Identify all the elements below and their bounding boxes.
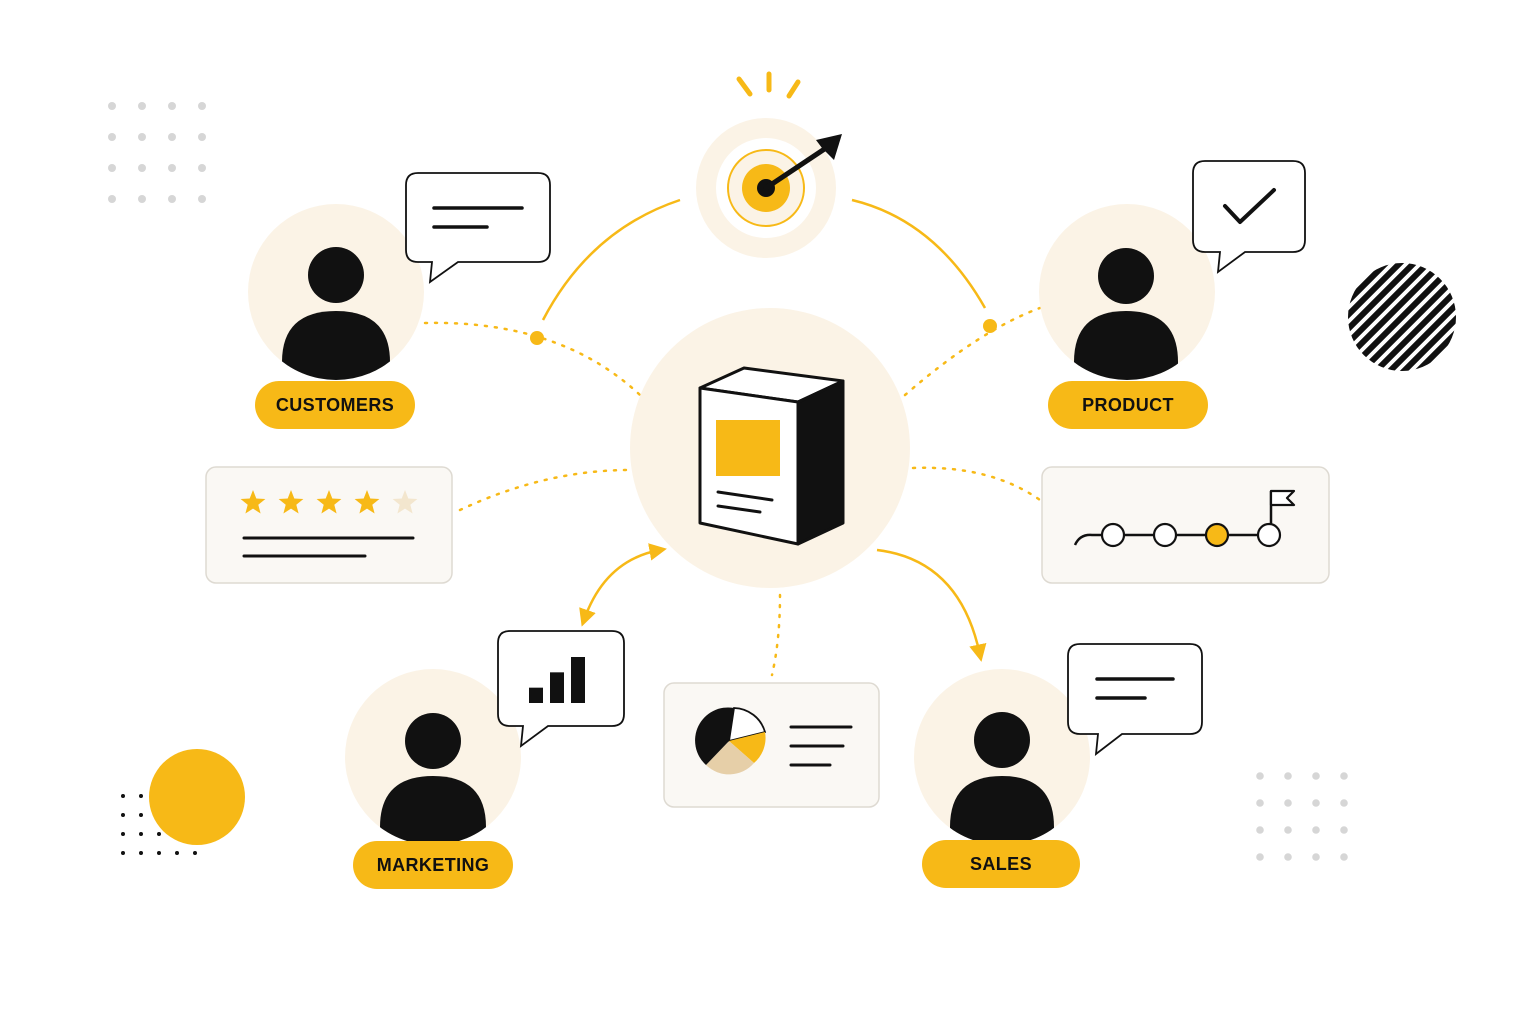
decorative-dot xyxy=(1312,772,1320,780)
connector-node-right xyxy=(983,319,997,333)
stripe xyxy=(1348,263,1429,371)
product-persona xyxy=(1039,204,1215,380)
decorative-dot xyxy=(108,133,116,141)
decorative-dot xyxy=(1284,853,1292,861)
decorative-dot xyxy=(138,133,146,141)
connectors xyxy=(423,198,1042,677)
decorative-dot xyxy=(1340,799,1348,807)
decorative-dot xyxy=(193,851,197,855)
marketing-persona xyxy=(345,669,521,845)
decorative-dot xyxy=(198,164,206,172)
star-rating xyxy=(240,490,418,514)
decorative-dot xyxy=(139,813,143,817)
decorative-dot xyxy=(121,851,125,855)
label-product: PRODUCT xyxy=(1048,381,1208,429)
sales-persona xyxy=(914,669,1090,845)
milestone-active xyxy=(1204,522,1230,548)
flag-icon xyxy=(1269,489,1296,524)
decorative-dot xyxy=(139,794,143,798)
decorative-dot xyxy=(1340,853,1348,861)
decorative-dot xyxy=(168,164,176,172)
decorative-dot xyxy=(175,851,179,855)
decorative-dot xyxy=(1256,826,1264,834)
star-empty-icon xyxy=(392,490,418,514)
connector-node-left xyxy=(530,331,544,345)
connector-center-sales-arrow xyxy=(876,548,987,662)
decorative-dot xyxy=(168,195,176,203)
decorative-dot xyxy=(1312,799,1320,807)
mini-bar xyxy=(529,687,543,703)
milestone xyxy=(1152,522,1178,548)
analytics-card xyxy=(663,682,880,808)
bar-chart-icon xyxy=(497,630,625,748)
decorative-dot xyxy=(198,195,206,203)
decorative-yellow-circle xyxy=(149,749,245,845)
checkmark-icon xyxy=(1192,160,1306,274)
decorative-dot xyxy=(168,133,176,141)
connector-center-analytics xyxy=(770,593,782,677)
connector-customers-goal xyxy=(541,198,681,321)
decorative-dot xyxy=(1284,826,1292,834)
decorative-dot xyxy=(198,133,206,141)
decorative-dot xyxy=(138,102,146,110)
decorative-dot xyxy=(157,832,161,836)
decorative-dot xyxy=(1256,772,1264,780)
connector-reviews-center xyxy=(458,468,632,512)
stripe xyxy=(1348,263,1456,371)
decorative-dot xyxy=(1312,826,1320,834)
connector-center-product xyxy=(903,306,1042,397)
decorative-dot xyxy=(108,164,116,172)
roadmap-card xyxy=(1041,466,1330,584)
connector-customers-center xyxy=(423,321,642,397)
decorative-dot xyxy=(1256,853,1264,861)
label-marketing: MARKETING xyxy=(353,841,513,889)
pie-chart-icon xyxy=(695,707,767,775)
decorative-dot xyxy=(1284,799,1292,807)
decorative-dot xyxy=(108,102,116,110)
customers-speech-bubble xyxy=(405,172,551,284)
decorative-dot xyxy=(139,832,143,836)
milestone xyxy=(1100,522,1126,548)
decorative-dot xyxy=(168,102,176,110)
connector-center-roadmap xyxy=(911,466,1042,502)
decorative-dot xyxy=(108,195,116,203)
mini-bar xyxy=(571,657,585,703)
sales-speech-bubble xyxy=(1067,643,1203,756)
decorative-dot xyxy=(121,813,125,817)
milestone-timeline xyxy=(1073,522,1282,548)
decorative-dot xyxy=(1340,826,1348,834)
decorative-dot xyxy=(121,832,125,836)
decorative-striped-circle xyxy=(1348,263,1456,371)
timeline-track xyxy=(1073,533,1269,546)
decorative-dot xyxy=(1256,799,1264,807)
mini-bar xyxy=(550,672,564,703)
milestone xyxy=(1256,522,1282,548)
decorative-dot xyxy=(1340,772,1348,780)
connector-marketing-center-arrow xyxy=(579,543,667,627)
decorative-dot xyxy=(138,164,146,172)
decorative-dot xyxy=(138,195,146,203)
decorative-dot xyxy=(157,851,161,855)
label-customers: CUSTOMERS xyxy=(255,381,415,429)
decorative-dot-grid-top-left xyxy=(108,102,206,203)
reviews-card xyxy=(205,466,453,584)
decorative-dot xyxy=(1284,772,1292,780)
product-box-icon xyxy=(630,308,910,588)
decorative-dot-grid-bottom-right xyxy=(1256,772,1348,861)
decorative-dot xyxy=(198,102,206,110)
star-filled-icon xyxy=(316,490,342,514)
connector-goal-product xyxy=(851,198,987,309)
customers-persona xyxy=(248,204,424,380)
star-filled-icon xyxy=(240,490,266,514)
decorative-dot xyxy=(139,851,143,855)
target-dart-icon xyxy=(696,71,842,258)
label-sales: SALES xyxy=(922,840,1080,888)
decorative-dot xyxy=(121,794,125,798)
star-filled-icon xyxy=(354,490,380,514)
stripe xyxy=(1375,263,1456,371)
decorative-dot xyxy=(1312,853,1320,861)
star-filled-icon xyxy=(278,490,304,514)
